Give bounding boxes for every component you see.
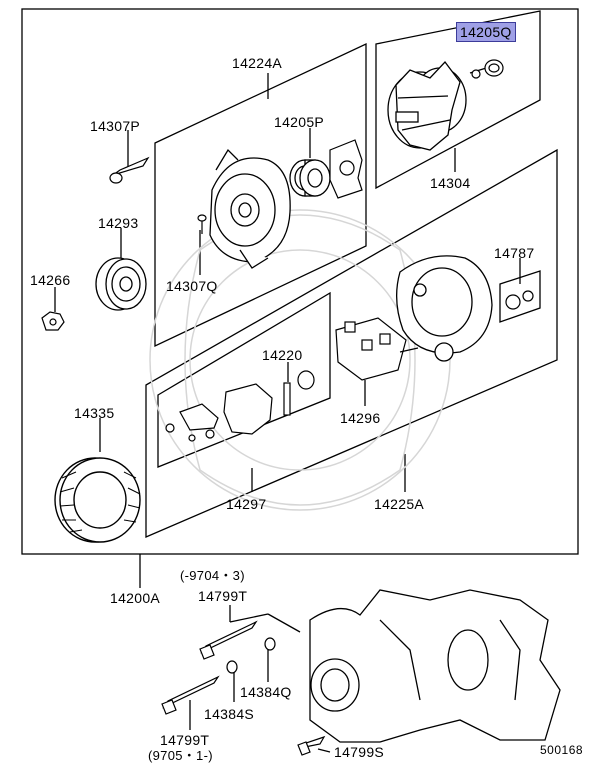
part-label-14205P[interactable]: 14205P [274,114,325,130]
range-note-bottom: (9705・1-) [148,748,213,763]
assembly-frame [21,8,579,555]
part-label-14799T-bottom[interactable]: 14799T [160,732,210,748]
box-14225A [145,148,558,538]
box-14224A [154,42,367,348]
part-label-14384S[interactable]: 14384S [204,706,255,722]
diagram-ref-number: 500168 [540,743,584,757]
part-label-14266[interactable]: 14266 [30,272,71,288]
part-label-14297[interactable]: 14297 [226,496,267,512]
part-label-14799S[interactable]: 14799S [334,744,385,760]
part-label-14220[interactable]: 14220 [262,347,303,363]
part-label-14307Q[interactable]: 14307Q [166,278,218,294]
part-label-14200A[interactable]: 14200A [110,590,161,606]
part-label-14335[interactable]: 14335 [74,405,115,421]
part-label-14307P[interactable]: 14307P [90,118,141,134]
part-label-14293[interactable]: 14293 [98,215,139,231]
part-label-14224A[interactable]: 14224A [232,55,283,71]
box-14787 [499,270,541,323]
part-label-14384Q[interactable]: 14384Q [240,684,292,700]
part-label-14296[interactable]: 14296 [340,410,381,426]
range-note-top: (-9704・3) [180,568,245,583]
part-label-14799T-top[interactable]: 14799T [198,588,248,604]
part-label-14225A[interactable]: 14225A [374,496,425,512]
part-label-14787[interactable]: 14787 [494,245,535,261]
part-label-14205Q[interactable]: 14205Q [456,22,516,42]
box-14297 [157,291,331,468]
part-label-14304[interactable]: 14304 [430,175,471,191]
